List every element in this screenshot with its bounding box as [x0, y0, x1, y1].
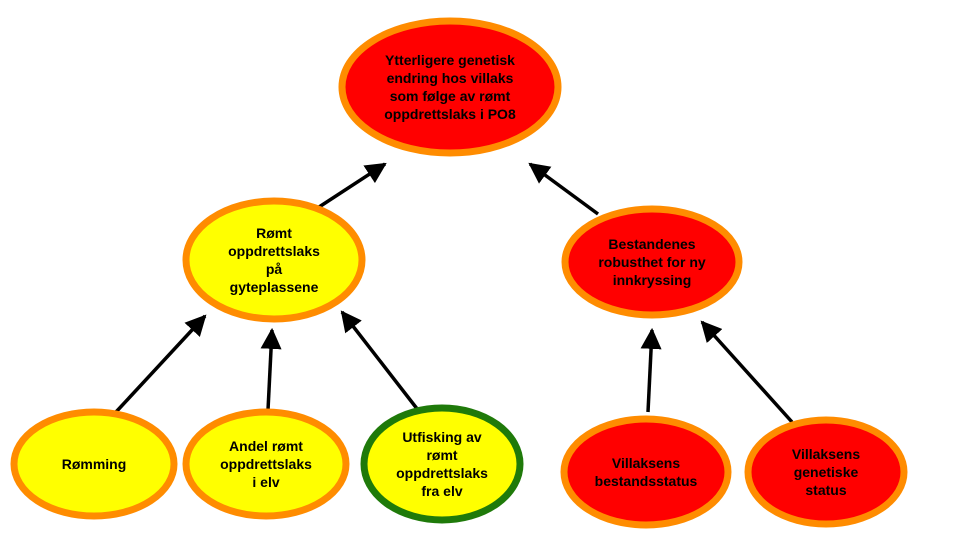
arrow-share-to-escaped-salmon	[260, 327, 282, 411]
node-escaped-salmon: Rømt oppdrettslaks på gyteplassene	[182, 197, 366, 323]
node-stock-status-shape	[560, 415, 732, 529]
arrow-robustness-to-root	[528, 162, 600, 216]
node-escape: Rømming	[10, 408, 178, 520]
node-escaped-salmon-label: Rømt oppdrettslaks på gyteplassene	[228, 225, 320, 295]
nodes-layer: Ytterligere genetisk endring hos villaks s…	[10, 17, 908, 529]
label-line: Andel rømt	[229, 438, 303, 454]
arrow-escaped-salmon-to-root	[315, 162, 387, 211]
label-line: Utfisking av	[402, 429, 482, 445]
label-line: oppdrettslaks i PO8	[384, 106, 516, 122]
node-share-in-river-label: Andel rømt oppdrettslaks i elv	[220, 438, 312, 490]
label-line: robusthet for ny	[598, 254, 706, 270]
arrows-layer	[114, 162, 794, 424]
label-line: Bestandenes	[608, 236, 695, 252]
label-line: oppdrettslaks	[228, 243, 320, 259]
node-genetic-status-label: Villaksens genetiske status	[792, 446, 860, 498]
node-genetic-status-shape	[744, 416, 908, 528]
node-root-shape	[338, 17, 562, 157]
label-line: Villaksens	[612, 455, 680, 471]
node-robustness: Bestandenes robusthet for ny innkryssing	[561, 205, 743, 319]
label-line: på	[266, 261, 283, 277]
node-robustness-label: Bestandenes robusthet for ny innkryssing	[598, 236, 706, 288]
node-escape-shape	[10, 408, 178, 520]
arrow-escape-to-escaped-salmon	[114, 314, 207, 414]
label-line: oppdrettslaks	[220, 456, 312, 472]
node-stock-status: Villaksens bestandsstatus	[560, 415, 732, 529]
arrow-genetic-status-to-robustness	[700, 320, 794, 424]
label-line: oppdrettslaks	[396, 465, 488, 481]
node-root: Ytterligere genetisk endring hos villaks s…	[338, 17, 562, 157]
arrow-stock-status-to-robustness	[640, 327, 662, 413]
label-line: bestandsstatus	[595, 473, 698, 489]
node-root-label: Ytterligere genetisk endring hos villaks s…	[384, 52, 516, 122]
label-line: rømt	[426, 447, 457, 463]
node-stock-status-label: Villaksens bestandsstatus	[595, 455, 698, 489]
label-line: fra elv	[421, 483, 462, 499]
label-line: i elv	[252, 474, 279, 490]
label-line: Rømming	[62, 456, 127, 472]
label-line: Villaksens	[792, 446, 860, 462]
arrow-removal-to-escaped-salmon	[340, 310, 420, 412]
label-line: gyteplassene	[230, 279, 319, 295]
label-line: som følge av rømt	[390, 88, 511, 104]
label-line: genetiske	[794, 464, 859, 480]
label-line: endring hos villaks	[387, 70, 514, 86]
node-removal-label: Utfisking av rømt oppdrettslaks fra elv	[396, 429, 488, 499]
label-line: Ytterligere genetisk	[385, 52, 515, 68]
node-genetic-status: Villaksens genetiske status	[744, 416, 908, 528]
node-escaped-salmon-shape	[182, 197, 366, 323]
node-share-in-river: Andel rømt oppdrettslaks i elv	[182, 408, 350, 520]
label-line: innkryssing	[613, 272, 692, 288]
node-removal: Utfisking av rømt oppdrettslaks fra elv	[360, 404, 524, 524]
node-escape-label: Rømming	[62, 456, 127, 472]
node-share-in-river-shape	[182, 408, 350, 520]
label-line: Rømt	[256, 225, 292, 241]
node-robustness-shape	[561, 205, 743, 319]
node-removal-shape	[360, 404, 524, 524]
label-line: status	[805, 482, 846, 498]
